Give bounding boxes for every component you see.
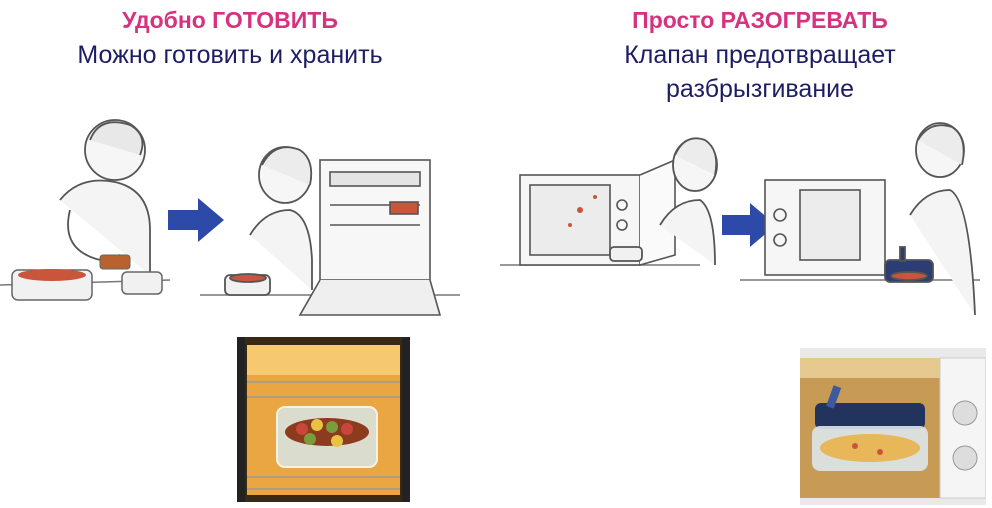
arrow-right-icon <box>168 198 224 242</box>
woman-holding-container-figure <box>884 122 976 316</box>
woman-microwave-figure <box>609 137 718 266</box>
woman-oven-figure <box>224 146 313 296</box>
cooking-sketch <box>0 110 470 330</box>
baking-dish-sketch <box>11 254 163 301</box>
right-subtitle-line1: Клапан предотвращает <box>624 41 896 69</box>
left-heading: Удобно ГОТОВИТЬ <box>122 7 338 33</box>
left-subtitle: Можно готовить и хранить <box>77 41 383 69</box>
woman-preparing-figure <box>59 119 151 275</box>
right-subtitle-line2: разбрызгивание <box>665 75 855 103</box>
container-with-valve-photo <box>812 385 928 471</box>
oven-sketch <box>298 159 442 316</box>
glass-dish-photo <box>276 406 378 468</box>
microwave-photo <box>800 348 986 505</box>
oven-photo <box>237 337 410 502</box>
microwave-closed-sketch <box>764 179 886 276</box>
microwave-open-sketch <box>519 158 676 266</box>
arrow-right-icon <box>722 203 776 247</box>
right-heading: Просто РАЗОГРЕВАТЬ <box>632 7 888 33</box>
heating-sketch <box>500 115 990 330</box>
